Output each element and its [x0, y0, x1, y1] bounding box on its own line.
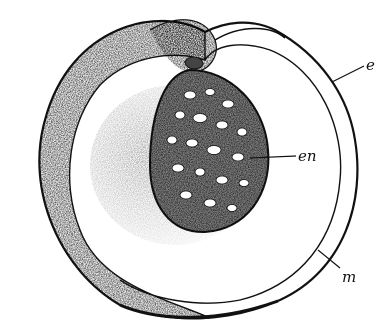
label-epicarp: e [366, 56, 375, 74]
label-endocarp: en [298, 147, 317, 165]
label-mesocarp: m [342, 268, 356, 286]
epicarp-leader [332, 66, 364, 82]
